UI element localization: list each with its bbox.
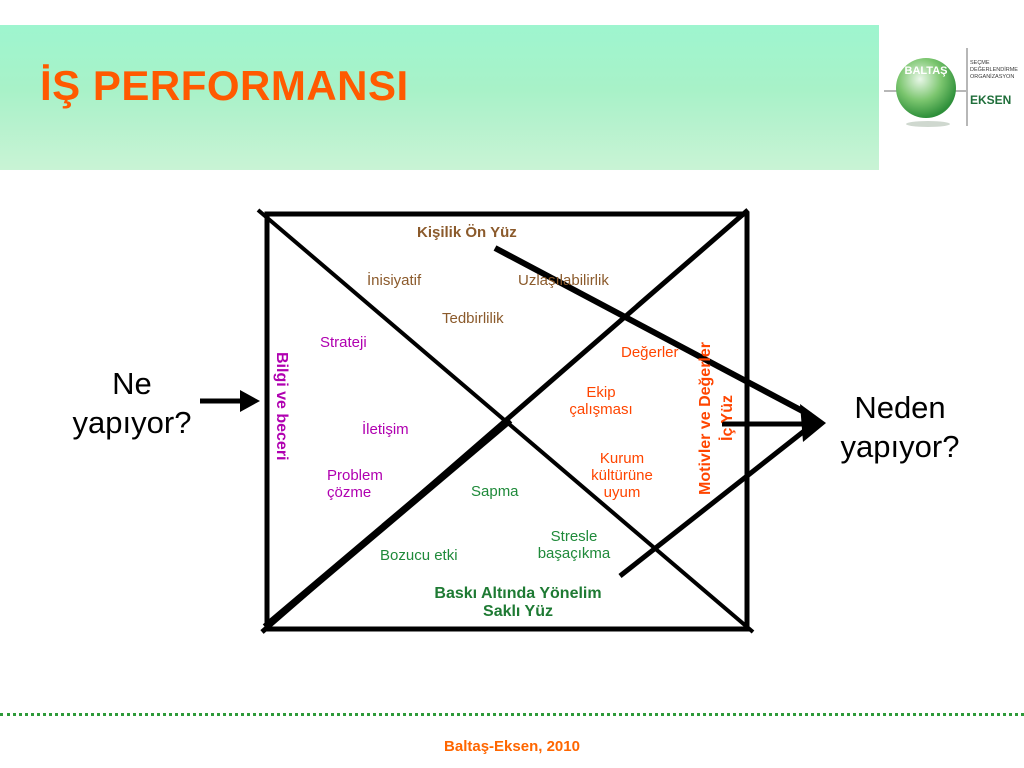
label-kurum-kulturune-uyum: Kurum kültürüne uyum xyxy=(591,450,653,501)
right-arrowhead xyxy=(800,404,826,442)
label-inisiyatif: İnisiyatif xyxy=(367,272,422,289)
right-axis-label: Motivler ve Değerler İç Yüz xyxy=(697,342,736,495)
label-strateji: Strateji xyxy=(320,334,367,351)
bottom-label: Baskı Altında Yönelim Saklı Yüz xyxy=(434,585,602,620)
right-question: Neden yapıyor? xyxy=(840,390,960,464)
page-title: İŞ PERFORMANSI xyxy=(40,62,409,109)
baltas-eksen-logo: BALTAŞ xyxy=(884,48,968,127)
footer-text: Baltaş-Eksen, 2010 xyxy=(444,738,580,755)
left-question: Ne yapıyor? xyxy=(72,366,192,440)
arrow-shaft-bottom xyxy=(618,426,810,578)
label-stresle-basacikma: Stresle başaçıkma xyxy=(537,528,611,562)
label-ekip-calismasi: Ekip çalışması xyxy=(569,384,633,418)
logo-tagline: SEÇME DEĞERLENDİRME ORGANİZASYON xyxy=(970,60,1018,80)
label-iletisim: İletişim xyxy=(362,421,409,438)
label-uzlasilabilirlik: Uzlaşılabilirlik xyxy=(518,272,609,289)
header-banner xyxy=(0,25,879,170)
label-degerler: Değerler xyxy=(621,344,679,361)
arrow-shaft-top xyxy=(493,245,812,418)
label-bozucu-etki: Bozucu etki xyxy=(380,547,458,564)
label-problem-cozme: Problem çözme xyxy=(327,467,383,501)
left-arrowhead xyxy=(240,390,260,412)
label-tedbirlilik: Tedbirlilik xyxy=(442,310,504,327)
top-label: Kişilik Ön Yüz xyxy=(417,224,517,241)
logo-sub-brand: EKSEN xyxy=(970,93,1012,107)
left-axis-label: Bilgi ve beceri xyxy=(273,352,290,461)
footer-divider xyxy=(0,713,1024,716)
label-sapma: Sapma xyxy=(471,483,519,500)
thick-diagonal xyxy=(262,417,513,630)
logo-brand: BALTAŞ xyxy=(905,65,948,77)
